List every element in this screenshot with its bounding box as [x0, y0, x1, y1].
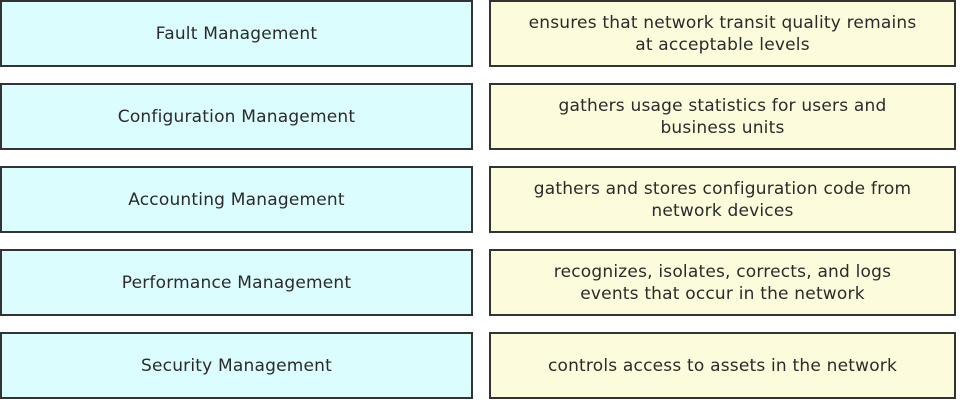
definition-box-4[interactable]: recognizes, isolates, corrects, and logs…: [489, 249, 956, 316]
matching-row: Configuration Management gathers usage s…: [0, 83, 963, 150]
definition-label: gathers usage statistics for users and b…: [558, 95, 887, 138]
term-box-fault-management[interactable]: Fault Management: [0, 0, 473, 67]
column-gap: [473, 0, 489, 67]
term-box-performance-management[interactable]: Performance Management: [0, 249, 473, 316]
term-box-accounting-management[interactable]: Accounting Management: [0, 166, 473, 233]
definition-box-2[interactable]: gathers usage statistics for users and b…: [489, 83, 956, 150]
definition-box-1[interactable]: ensures that network transit quality rem…: [489, 0, 956, 67]
column-gap: [473, 249, 489, 316]
term-box-security-management[interactable]: Security Management: [0, 332, 473, 399]
term-label: Fault Management: [155, 23, 318, 44]
definition-label: gathers and stores configuration code fr…: [533, 178, 912, 221]
matching-row: Performance Management recognizes, isola…: [0, 249, 963, 316]
term-label: Accounting Management: [128, 189, 345, 210]
definition-box-5[interactable]: controls access to assets in the network: [489, 332, 956, 399]
definition-box-3[interactable]: gathers and stores configuration code fr…: [489, 166, 956, 233]
term-box-configuration-management[interactable]: Configuration Management: [0, 83, 473, 150]
column-gap: [473, 332, 489, 399]
definition-label: controls access to assets in the network: [547, 355, 898, 376]
term-label: Configuration Management: [117, 106, 356, 127]
matching-row: Security Management controls access to a…: [0, 332, 963, 399]
matching-row: Fault Management ensures that network tr…: [0, 0, 963, 67]
definition-label: ensures that network transit quality rem…: [528, 12, 917, 55]
definition-label: recognizes, isolates, corrects, and logs…: [553, 261, 892, 304]
term-label: Security Management: [141, 355, 332, 376]
column-gap: [473, 83, 489, 150]
column-gap: [473, 166, 489, 233]
term-label: Performance Management: [121, 272, 352, 293]
matching-row: Accounting Management gathers and stores…: [0, 166, 963, 233]
